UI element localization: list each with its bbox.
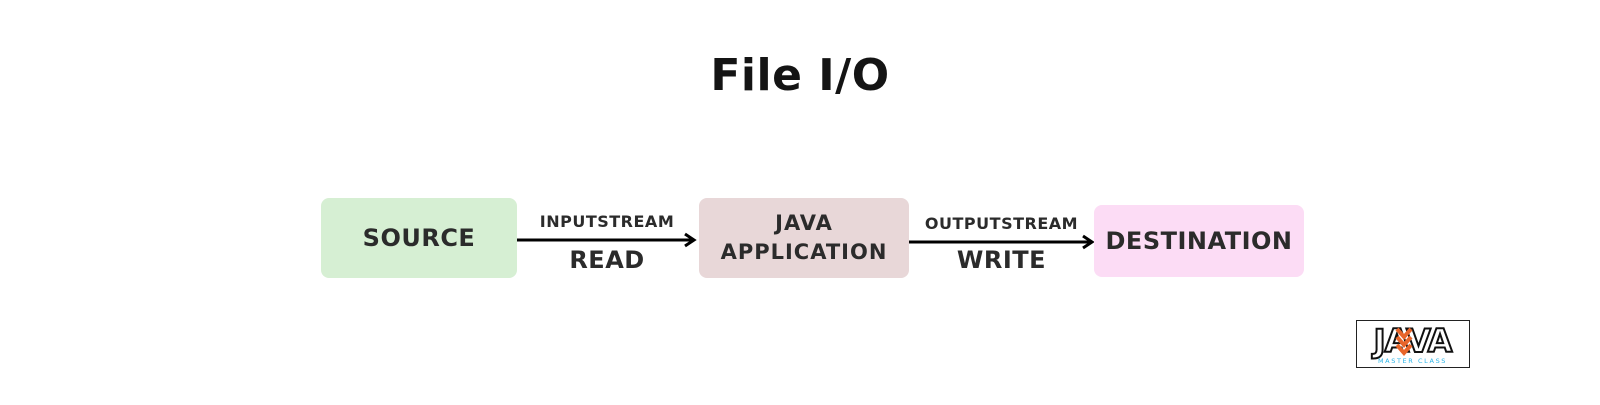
input-arrow: [517, 232, 697, 248]
java-master-class-logo: JAVA MASTER CLASS: [1356, 320, 1470, 368]
destination-node: DESTINATION: [1094, 205, 1304, 277]
input-arrow-top-label: INPUTSTREAM: [539, 212, 675, 231]
java-label-line2: APPLICATION: [720, 240, 888, 264]
svg-text:JAVA: JAVA: [1372, 322, 1453, 360]
diagram-title: File I/O: [710, 50, 890, 101]
output-arrow-bottom-label: WRITE: [956, 246, 1047, 274]
source-node: SOURCE: [321, 198, 517, 278]
destination-label: DESTINATION: [1105, 227, 1293, 255]
java-application-node: JAVA APPLICATION: [699, 198, 909, 278]
input-arrow-bottom-label: READ: [569, 246, 645, 274]
svg-text:MASTER CLASS: MASTER CLASS: [1378, 357, 1447, 365]
source-label: SOURCE: [362, 224, 476, 252]
java-label-line1: JAVA: [775, 211, 833, 235]
output-arrow: [909, 234, 1095, 250]
output-arrow-top-label: OUTPUTSTREAM: [924, 214, 1079, 233]
